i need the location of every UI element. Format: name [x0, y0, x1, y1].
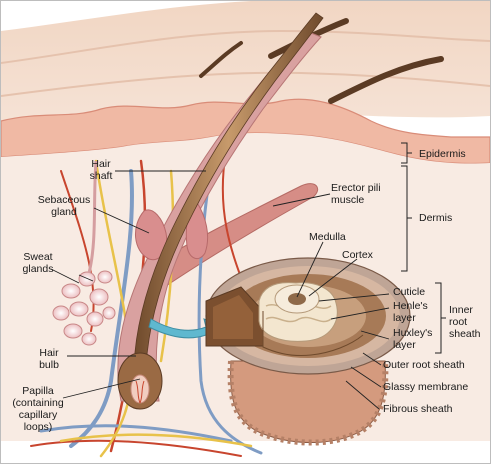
label-hair-bulb: Hair bulb: [39, 347, 59, 371]
erector-pili-muscle: [150, 183, 319, 287]
label-medulla: Medulla: [309, 231, 346, 243]
label-outer-root-sheath: Outer root sheath: [383, 359, 465, 371]
label-epidermis: Epidermis: [419, 148, 466, 160]
label-erector-pili-muscle: Erector pili muscle: [331, 182, 381, 206]
label-fibrous-sheath: Fibrous sheath: [383, 403, 453, 415]
papilla: [130, 374, 150, 404]
label-inner-root-sheath: Inner root sheath: [449, 304, 481, 340]
label-cuticle: Cuticle: [393, 286, 426, 298]
label-cortex: Cortex: [342, 249, 373, 261]
label-glassy-membrane: Glassy membrane: [383, 381, 469, 393]
label-sebaceous-gland: Sebaceous gland: [37, 194, 91, 218]
label-sweat-glands: Sweat glands: [22, 251, 54, 275]
label-henles-layer: Henle's layer: [393, 300, 428, 324]
brackets: [401, 142, 446, 354]
label-hair-shaft: Hair shaft: [89, 158, 113, 182]
label-dermis: Dermis: [419, 212, 453, 224]
main-hair-shaft: [133, 12, 324, 367]
label-huxleys-layer: Huxley's layer: [393, 327, 433, 351]
label-papilla: Papilla (containing capillary loops): [12, 385, 64, 433]
